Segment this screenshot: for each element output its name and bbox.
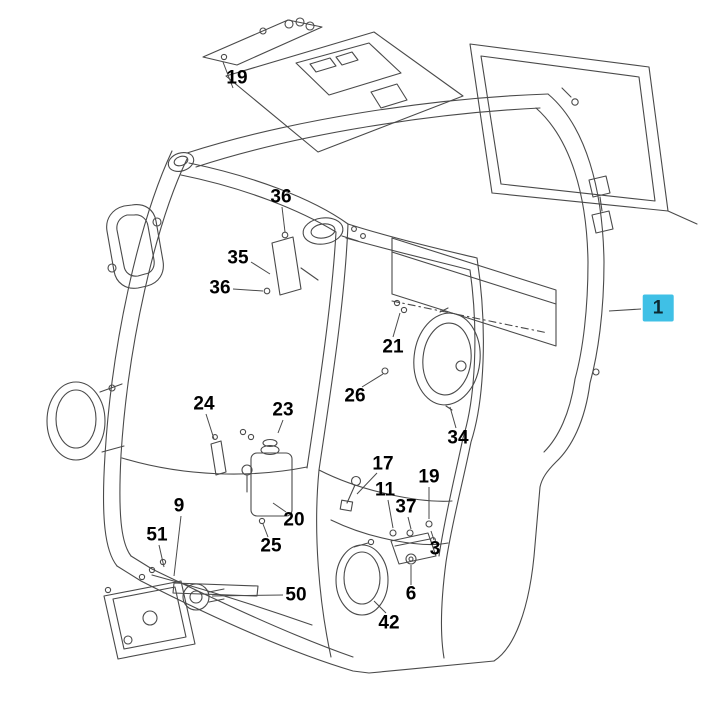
interior-lamp-bracket: [263, 231, 319, 296]
part-label-20-15[interactable]: 20: [283, 509, 305, 531]
leader-line-24-6: [205, 413, 215, 440]
lower-unit-assembly: [103, 558, 259, 660]
part-label-3-13[interactable]: 3: [429, 538, 441, 560]
leader-line-35-2: [250, 261, 271, 275]
roof-panel: [225, 31, 464, 153]
part-label-23-7[interactable]: 23: [272, 399, 294, 421]
leader-line-34-8: [449, 406, 457, 429]
left-grab-handle: [106, 204, 164, 289]
part-label-19-11[interactable]: 19: [418, 466, 440, 488]
part-label-25-16[interactable]: 25: [260, 535, 282, 557]
leader-line-17-9: [356, 472, 378, 495]
part-label-6-14[interactable]: 6: [405, 583, 417, 605]
part-label-51-18[interactable]: 51: [146, 524, 168, 546]
leader-line-19-0: [222, 61, 234, 89]
leader-line-37-12: [407, 516, 412, 530]
part-label-26-5[interactable]: 26: [344, 385, 366, 407]
part-label-17-9[interactable]: 17: [372, 453, 394, 475]
leader-line-26-5: [361, 373, 384, 388]
washer-bottle-assembly: [239, 428, 293, 525]
front-work-lamp: [46, 381, 125, 461]
leader-line-20-15: [272, 502, 287, 513]
rear-lamp-housing: [413, 307, 481, 411]
part-label-19-0[interactable]: 19: [226, 67, 248, 89]
part-label-9-17[interactable]: 9: [173, 495, 185, 517]
part-label-42-20[interactable]: 42: [378, 612, 400, 634]
part-label-1-21[interactable]: 1: [642, 294, 674, 322]
part-label-37-12[interactable]: 37: [395, 496, 417, 518]
part-label-24-6[interactable]: 24: [193, 393, 215, 415]
leader-line-25-16: [262, 523, 269, 538]
door-handle-hardware: [389, 520, 437, 565]
part-label-35-2[interactable]: 35: [227, 247, 249, 269]
leader-line-36-1: [281, 206, 286, 233]
leader-lines: [158, 61, 642, 614]
door-lever: [339, 475, 362, 512]
leader-line-50-19: [211, 594, 284, 597]
part-label-11-10[interactable]: 11: [374, 479, 396, 501]
leader-line-3-13: [430, 530, 435, 541]
part-label-34-8[interactable]: 34: [447, 427, 469, 449]
cab-frame: [102, 93, 605, 674]
leader-line-21-4: [392, 312, 401, 338]
part-label-36-3[interactable]: 36: [209, 277, 231, 299]
roof-trim-strip: [202, 17, 323, 66]
mount-bracket: [210, 434, 227, 476]
leader-line-1-21: [608, 308, 642, 312]
leader-line-9-17: [173, 515, 182, 577]
part-label-50-19[interactable]: 50: [285, 584, 307, 606]
part-label-21-4[interactable]: 21: [382, 336, 404, 358]
leader-line-51-18: [158, 544, 165, 568]
leader-line-11-10: [387, 499, 394, 529]
leader-line-36-3: [232, 288, 264, 292]
part-label-36-1[interactable]: 36: [270, 186, 292, 208]
rear-glass-panel: [469, 43, 698, 225]
door-lamp: [335, 538, 389, 616]
glass-hinge-brackets: [588, 175, 614, 234]
leader-line-42-20: [373, 600, 387, 614]
leader-line-23-7: [277, 419, 284, 434]
cab-lamp: [302, 217, 366, 245]
